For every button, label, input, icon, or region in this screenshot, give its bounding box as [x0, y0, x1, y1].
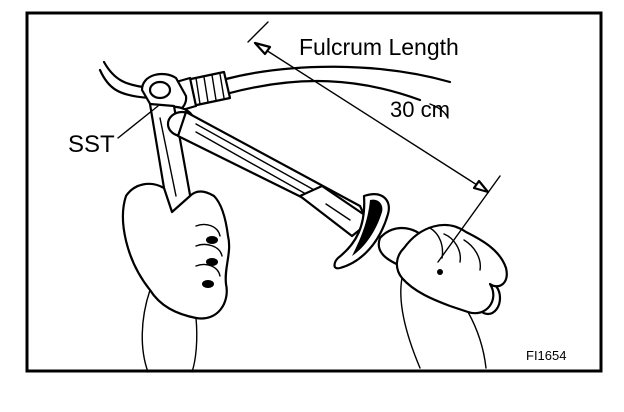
fulcrum-length-label: Fulcrum Length	[299, 34, 459, 60]
torque-wrench	[166, 110, 374, 238]
right-hand	[395, 223, 508, 369]
figure-code-label: FI1654	[526, 348, 566, 363]
left-hand	[121, 182, 231, 373]
fulcrum-dimension	[247, 21, 501, 263]
sst-label: SST	[68, 131, 115, 158]
figure-frame	[25, 11, 603, 373]
distance-label: 30 cm	[390, 97, 450, 122]
scale-plate	[333, 193, 390, 270]
hose	[220, 65, 452, 119]
sst-leader-line	[117, 105, 159, 139]
